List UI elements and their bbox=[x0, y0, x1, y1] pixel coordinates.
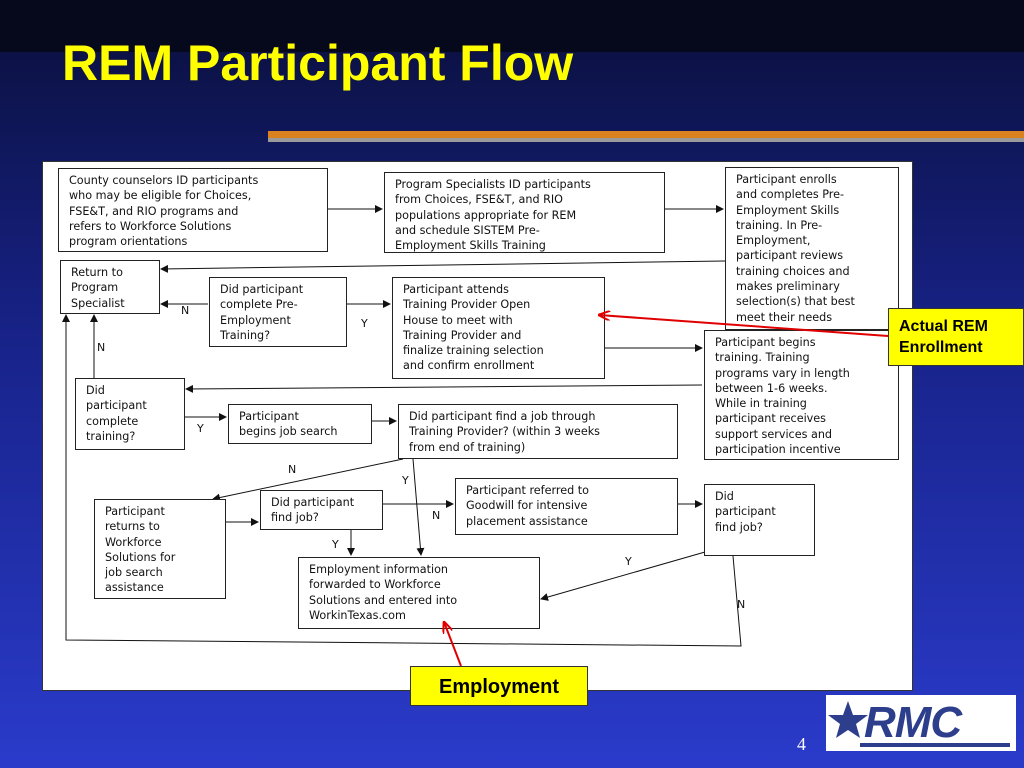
arrow-begins-to-complete bbox=[185, 384, 703, 393]
logo-text: RMC bbox=[864, 698, 962, 747]
box-returns-to-workforce: Participant returns to Workforce Solutio… bbox=[94, 499, 226, 599]
accent-bar-gray bbox=[268, 138, 1024, 142]
box-did-find-job-1: Did participant find job? bbox=[260, 490, 383, 530]
rmc-logo: RMC bbox=[826, 695, 1016, 751]
box-did-find-job-2: Did participant find job? bbox=[704, 484, 815, 556]
box-find-job-through-provider: Did participant find a job through Train… bbox=[398, 404, 678, 459]
edge-label-provider-no: N bbox=[288, 463, 297, 476]
box-employment-info: Employment information forwarded to Work… bbox=[298, 557, 540, 629]
edge-label-find-job-no: N bbox=[432, 509, 441, 522]
edge-label-pre-no: N bbox=[181, 304, 190, 317]
box-county-counselors: County counselors ID participants who ma… bbox=[58, 168, 328, 252]
arrow-find-job-2-no-loop bbox=[62, 314, 742, 647]
box-did-complete-pre: Did participant complete Pre- Employment… bbox=[209, 277, 347, 347]
accent-bar bbox=[268, 131, 1024, 138]
edge-label-training-yes: Y bbox=[197, 422, 204, 435]
box-attends-open-house: Participant attends Training Provider Op… bbox=[392, 277, 605, 379]
texas-star-icon bbox=[828, 701, 1010, 747]
flow-connectors bbox=[62, 205, 742, 647]
box-did-complete-training: Did participant complete training? bbox=[75, 378, 185, 450]
arrow-enrolls-to-return bbox=[160, 260, 726, 273]
slide-title: REM Participant Flow bbox=[62, 35, 574, 91]
box-program-specialists: Program Specialists ID participants from… bbox=[384, 172, 665, 253]
edge-label-pre-yes: Y bbox=[361, 317, 368, 330]
arrow-provider-yes-to-employment bbox=[412, 458, 425, 556]
callout-arrow-employment bbox=[444, 622, 462, 667]
box-return-to-specialist: Return to Program Specialist bbox=[60, 260, 160, 314]
edge-label-training-no: N bbox=[97, 341, 106, 354]
callout-actual-rem-enrollment: Actual REM Enrollment bbox=[888, 308, 1024, 366]
edge-label-find-job-yes: Y bbox=[332, 538, 339, 551]
callout-arrow-actual-rem bbox=[599, 315, 889, 337]
box-participant-enrolls: Participant enrolls and completes Pre- E… bbox=[725, 167, 899, 330]
callout-employment: Employment bbox=[410, 666, 588, 706]
box-begins-job-search: Participant begins job search bbox=[228, 404, 372, 444]
top-band bbox=[0, 0, 1024, 52]
box-referred-goodwill: Participant referred to Goodwill for int… bbox=[455, 478, 678, 535]
arrow-find-job-2-yes-to-employment bbox=[540, 551, 706, 601]
flowchart-panel: County counselors ID participants who ma… bbox=[42, 161, 913, 691]
edge-label-provider-yes: Y bbox=[402, 474, 409, 487]
page-number: 4 bbox=[797, 734, 806, 754]
box-begins-training: Participant begins training. Training pr… bbox=[704, 330, 899, 460]
edge-label-find-job-2-no: N bbox=[737, 598, 746, 611]
arrow-provider-no-to-returns bbox=[212, 458, 404, 502]
edge-label-find-job-2-yes: Y bbox=[625, 555, 632, 568]
